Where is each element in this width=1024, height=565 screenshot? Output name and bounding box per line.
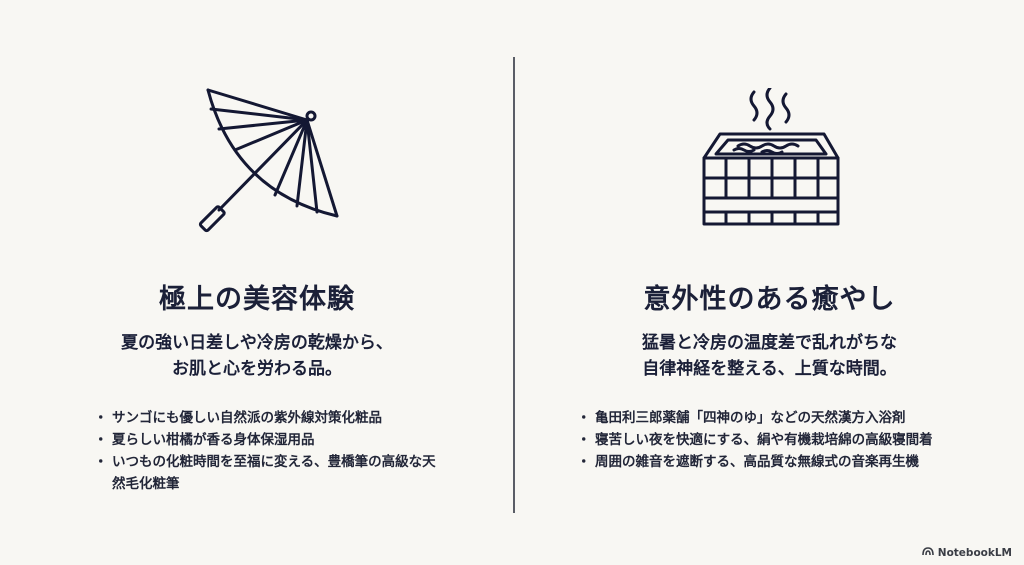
list-item: サンゴにも優しい自然派の紫外線対策化粧品	[94, 407, 448, 429]
left-subtitle: 夏の強い日差しや冷房の乾燥から、 お肌と心を労わる品。	[0, 330, 514, 382]
left-subtitle-line-2: お肌と心を労わる品。	[172, 359, 342, 379]
right-subtitle: 猛暑と冷房の温度差で乱れがちな 自律神経を整える、上質な時間。	[515, 330, 1024, 382]
left-panel: 極上の美容体験 夏の強い日差しや冷房の乾燥から、 お肌と心を労わる品。 サンゴに…	[0, 0, 514, 565]
notebooklm-branding: NotebookLM	[921, 547, 1012, 559]
right-subtitle-line-2: 自律神経を整える、上質な時間。	[642, 359, 897, 379]
right-panel: 意外性のある癒やし 猛暑と冷房の温度差で乱れがちな 自律神経を整える、上質な時間…	[515, 0, 1024, 565]
list-item: 夏らしい柑橘が香る身体保湿用品	[94, 429, 448, 451]
left-bullet-list: サンゴにも優しい自然派の紫外線対策化粧品 夏らしい柑橘が香る身体保湿用品 いつも…	[94, 407, 448, 495]
right-subtitle-line-1: 猛暑と冷房の温度差で乱れがちな	[642, 333, 897, 353]
list-item: 寝苦しい夜を快適にする、絹や有機栽培綿の高級寝間着	[577, 429, 1001, 451]
wagasa-umbrella-icon	[185, 82, 345, 246]
vertical-divider	[513, 57, 515, 513]
left-title: 極上の美容体験	[159, 284, 355, 315]
notebooklm-logo-icon	[921, 547, 934, 559]
right-bullet-list: 亀田利三郎薬舗「四神のゆ」などの天然漢方入浴剤 寝苦しい夜を快適にする、絹や有機…	[577, 407, 1001, 473]
wooden-bathtub-steam-icon	[698, 86, 844, 232]
list-item: 周囲の雑音を遮断する、高品質な無線式の音楽再生機	[577, 451, 1001, 473]
left-subtitle-line-1: 夏の強い日差しや冷房の乾燥から、	[121, 333, 393, 353]
branding-label: NotebookLM	[937, 547, 1012, 559]
right-title: 意外性のある癒やし	[643, 284, 896, 315]
list-item: いつもの化粧時間を至福に変える、豊橋筆の高級な天然毛化粧筆	[94, 451, 448, 495]
list-item: 亀田利三郎薬舗「四神のゆ」などの天然漢方入浴剤	[577, 407, 1001, 429]
